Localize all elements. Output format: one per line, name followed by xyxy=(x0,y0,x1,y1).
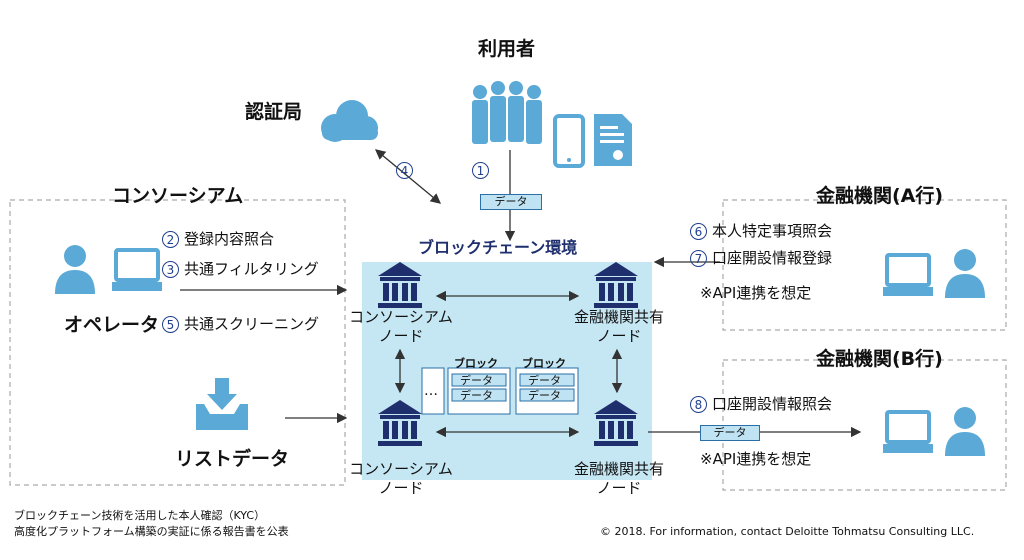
block-1-data-1: データ xyxy=(460,374,493,387)
footer-line-1: ブロックチェーン技術を活用した本人確認（KYC） xyxy=(14,509,266,522)
operator-label: オペレータ xyxy=(64,314,160,336)
list-data-label: リストデータ xyxy=(175,448,290,470)
block-ellipsis-box xyxy=(421,367,445,415)
cloud-icon xyxy=(321,100,378,142)
bank-b-person-icon xyxy=(945,407,985,456)
ca-label: 認証局 xyxy=(245,101,303,123)
users-label: 利用者 xyxy=(478,38,536,60)
block-1-label: ブロック xyxy=(454,357,498,370)
operator-person-icon xyxy=(55,245,95,294)
blockchain-title: ブロックチェーン環境 xyxy=(418,238,578,257)
bank-b-title: 金融機関(B行) xyxy=(816,348,943,370)
block-ellipsis: … xyxy=(424,383,438,399)
bank-b-note: ※API連携を想定 xyxy=(700,450,812,468)
step-1-badge: 1 xyxy=(472,162,494,179)
footer-line-2: 高度化プラットフォーム構築の実証に係る報告書を公表 xyxy=(14,525,289,538)
bank-a-region xyxy=(722,199,1007,331)
node-consortium-top-label: コンソーシアムノード xyxy=(349,308,453,345)
bank-b-data-tag: データ xyxy=(700,425,760,441)
inbox-download-icon xyxy=(196,378,248,430)
smartphone-icon xyxy=(553,114,585,168)
block-2-label: ブロック xyxy=(522,357,566,370)
step-4-badge: 4 xyxy=(396,162,418,179)
consortium-region xyxy=(9,199,346,486)
bank-a-title: 金融機関(A行) xyxy=(816,185,944,207)
node-shared-bottom-label: 金融機関共有ノード xyxy=(573,460,664,497)
consortium-title: コンソーシアム xyxy=(112,185,244,207)
footer-copyright: © 2018. For information, contact Deloitt… xyxy=(600,525,975,538)
node-consortium-bottom-label: コンソーシアムノード xyxy=(349,460,453,497)
bank-a-person-icon xyxy=(945,249,985,298)
operator-laptop-icon xyxy=(110,248,164,293)
node-shared-top-label: 金融機関共有ノード xyxy=(573,308,664,345)
bank-a-laptop-icon xyxy=(881,253,935,298)
block-1-data-2: データ xyxy=(460,389,493,402)
document-icon xyxy=(594,114,632,166)
users-data-tag: データ xyxy=(480,194,542,210)
users-group-icon xyxy=(472,81,542,144)
block-2-data-2: データ xyxy=(528,389,561,402)
bank-a-note: ※API連携を想定 xyxy=(700,284,812,302)
bank-b-laptop-icon xyxy=(881,410,935,455)
block-2-data-1: データ xyxy=(528,374,561,387)
